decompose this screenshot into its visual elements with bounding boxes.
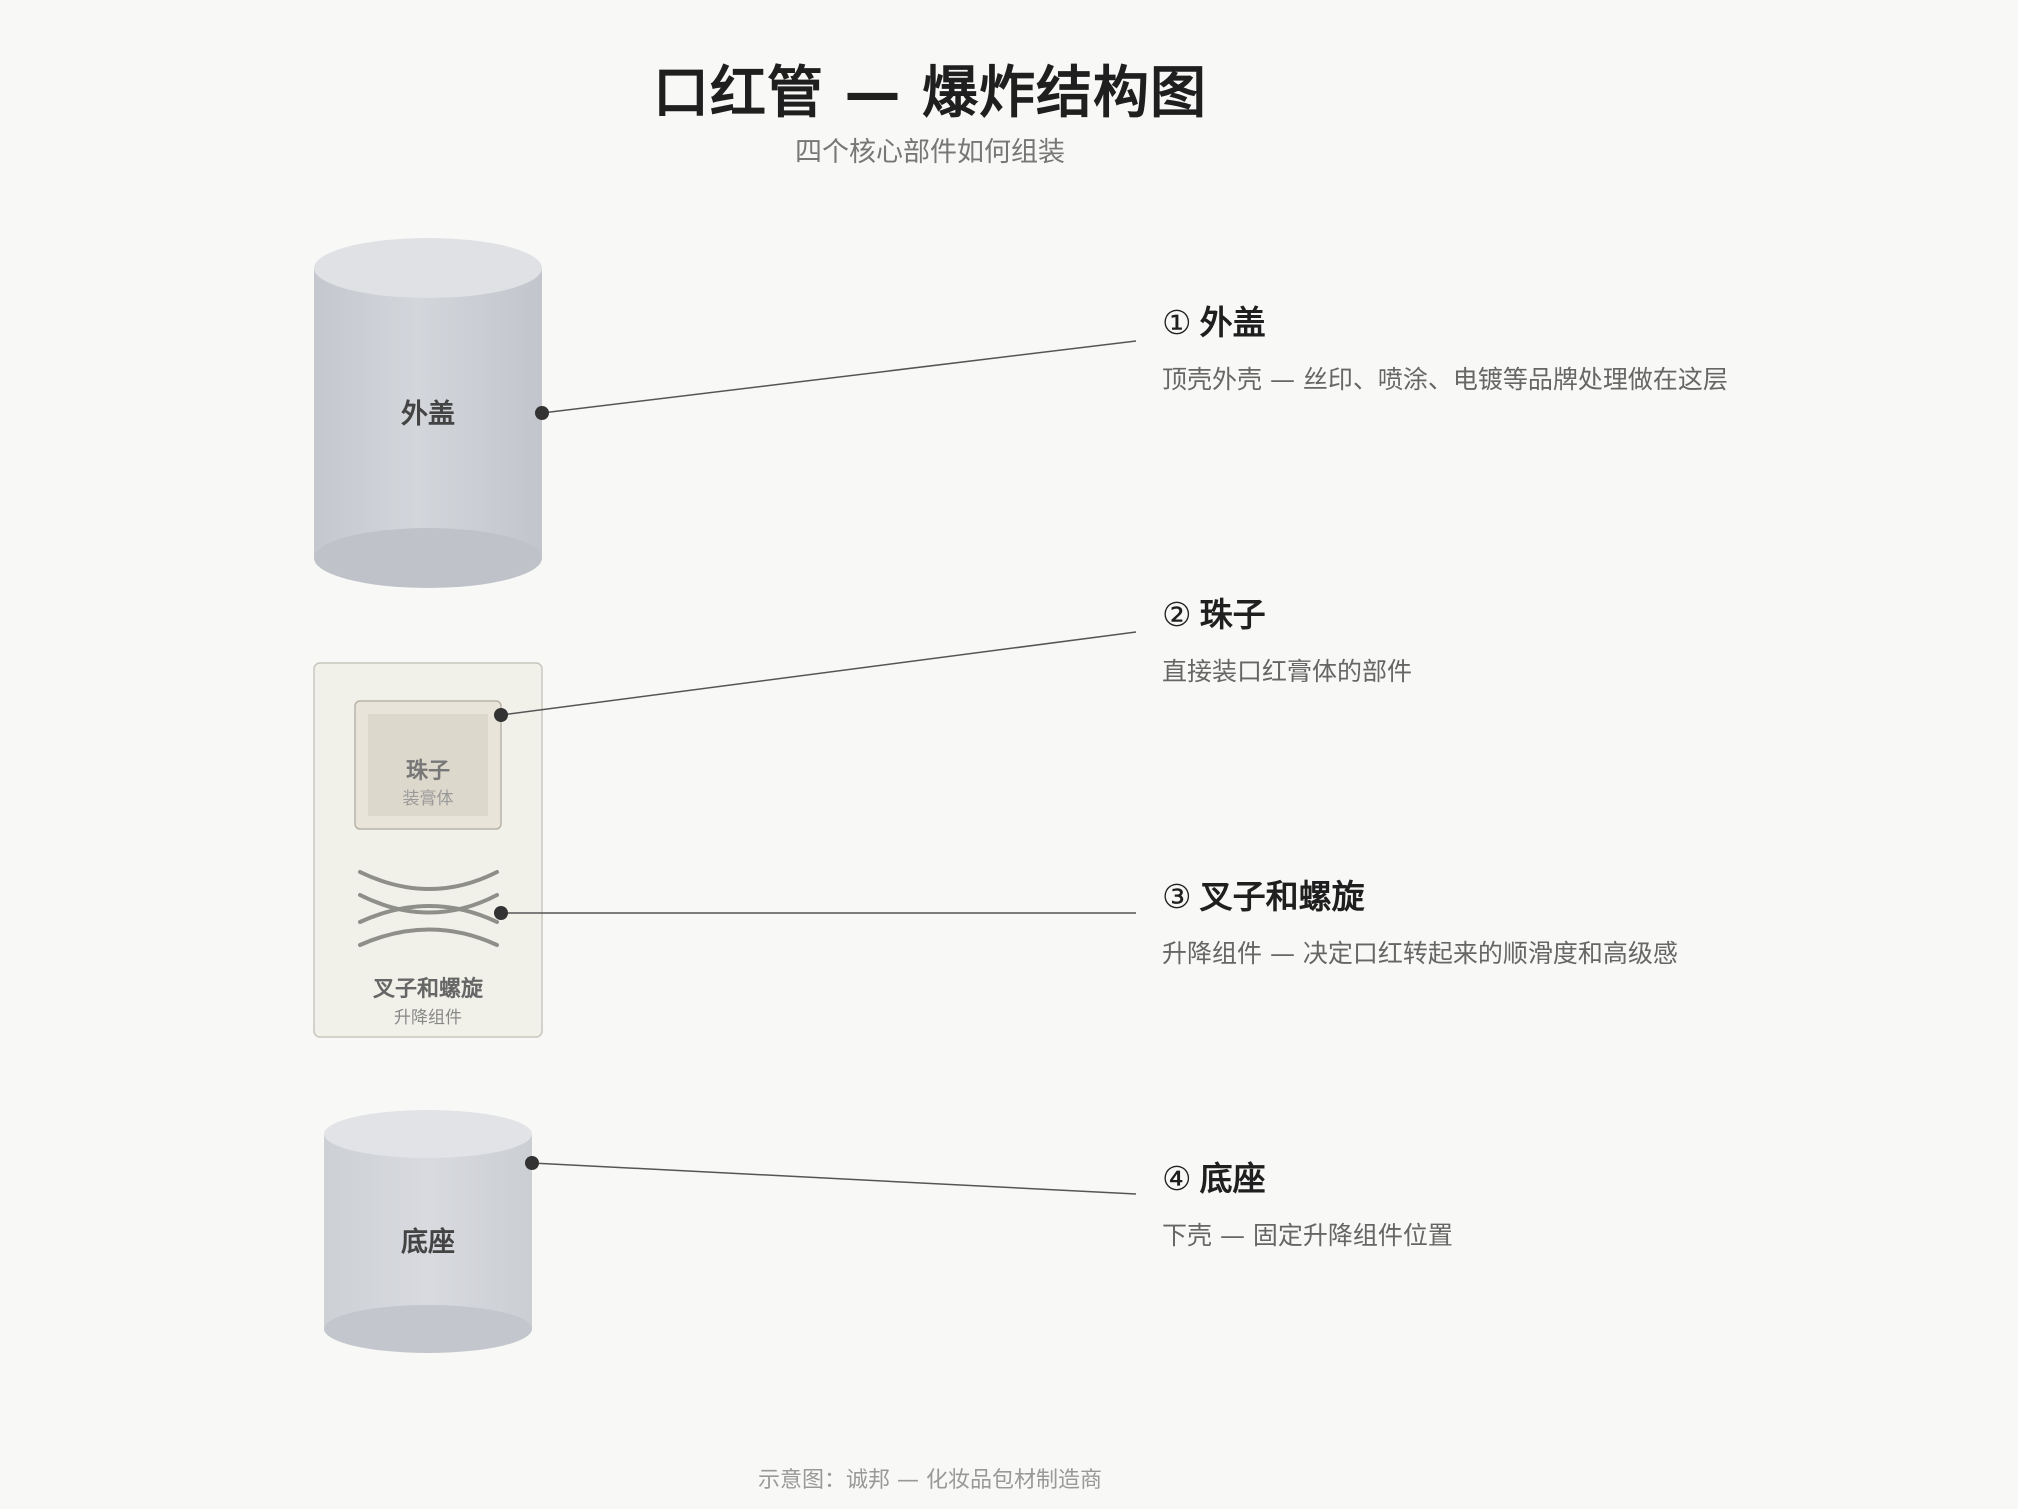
bead-label: 珠子 bbox=[406, 759, 450, 784]
page-title: 口红管 — 爆炸结构图 bbox=[653, 61, 1207, 126]
anchor-dot-cap bbox=[535, 406, 549, 420]
callout-number: ① bbox=[1162, 303, 1192, 342]
cap-bottom-ellipse bbox=[314, 528, 542, 588]
callout-number: ② bbox=[1162, 595, 1192, 634]
footer-credit: 示意图：诚邦 — 化妆品包材制造商 bbox=[758, 1468, 1102, 1493]
cap-label: 外盖 bbox=[401, 399, 455, 430]
callout-title-text: 底座 bbox=[1199, 1159, 1266, 1198]
callout-description: 直接装口红膏体的部件 bbox=[1162, 657, 1413, 686]
leader-line-bead bbox=[500, 631, 1137, 716]
anchor-dot-base bbox=[525, 1156, 539, 1170]
mechanism-component: 珠子 装膏体 叉子和螺旋 升降组件 bbox=[313, 662, 543, 1038]
leader-line-cap bbox=[541, 340, 1137, 414]
spiral-curves bbox=[358, 870, 499, 947]
cap-component: 外盖 bbox=[314, 238, 542, 588]
base-label: 底座 bbox=[401, 1226, 455, 1258]
callout-title-text: 外盖 bbox=[1199, 303, 1266, 342]
page-subtitle: 四个核心部件如何组装 bbox=[795, 137, 1065, 168]
cap-top-ellipse bbox=[314, 238, 542, 298]
callout-description: 升降组件 — 决定口红转起来的顺滑度和高级感 bbox=[1162, 939, 1678, 968]
bead-inner bbox=[368, 714, 488, 816]
cap-body bbox=[314, 268, 542, 558]
anchor-dots bbox=[494, 406, 549, 1170]
callout-title-text: 珠子 bbox=[1199, 595, 1266, 634]
callout-number: ④ bbox=[1162, 1159, 1192, 1198]
mechanism-sublabel: 升降组件 bbox=[394, 1008, 462, 1028]
base-body bbox=[324, 1134, 532, 1329]
anchor-dot-mechanism bbox=[494, 906, 508, 920]
base-component: 底座 bbox=[324, 1110, 532, 1353]
leader-lines bbox=[500, 340, 1137, 1195]
base-bottom-ellipse bbox=[324, 1305, 532, 1353]
callout-title-text: 叉子和螺旋 bbox=[1199, 877, 1365, 916]
mechanism-label: 叉子和螺旋 bbox=[372, 976, 484, 1002]
callout-number: ③ bbox=[1162, 877, 1192, 916]
anchor-dot-bead bbox=[494, 708, 508, 722]
bead-sublabel: 装膏体 bbox=[403, 788, 454, 809]
leader-line-base bbox=[531, 1162, 1137, 1195]
base-top-ellipse bbox=[324, 1110, 532, 1158]
callout-description: 顶壳外壳 — 丝印、喷涂、电镀等品牌处理做在这层 bbox=[1162, 365, 1728, 394]
callout-description: 下壳 — 固定升降组件位置 bbox=[1162, 1221, 1453, 1250]
